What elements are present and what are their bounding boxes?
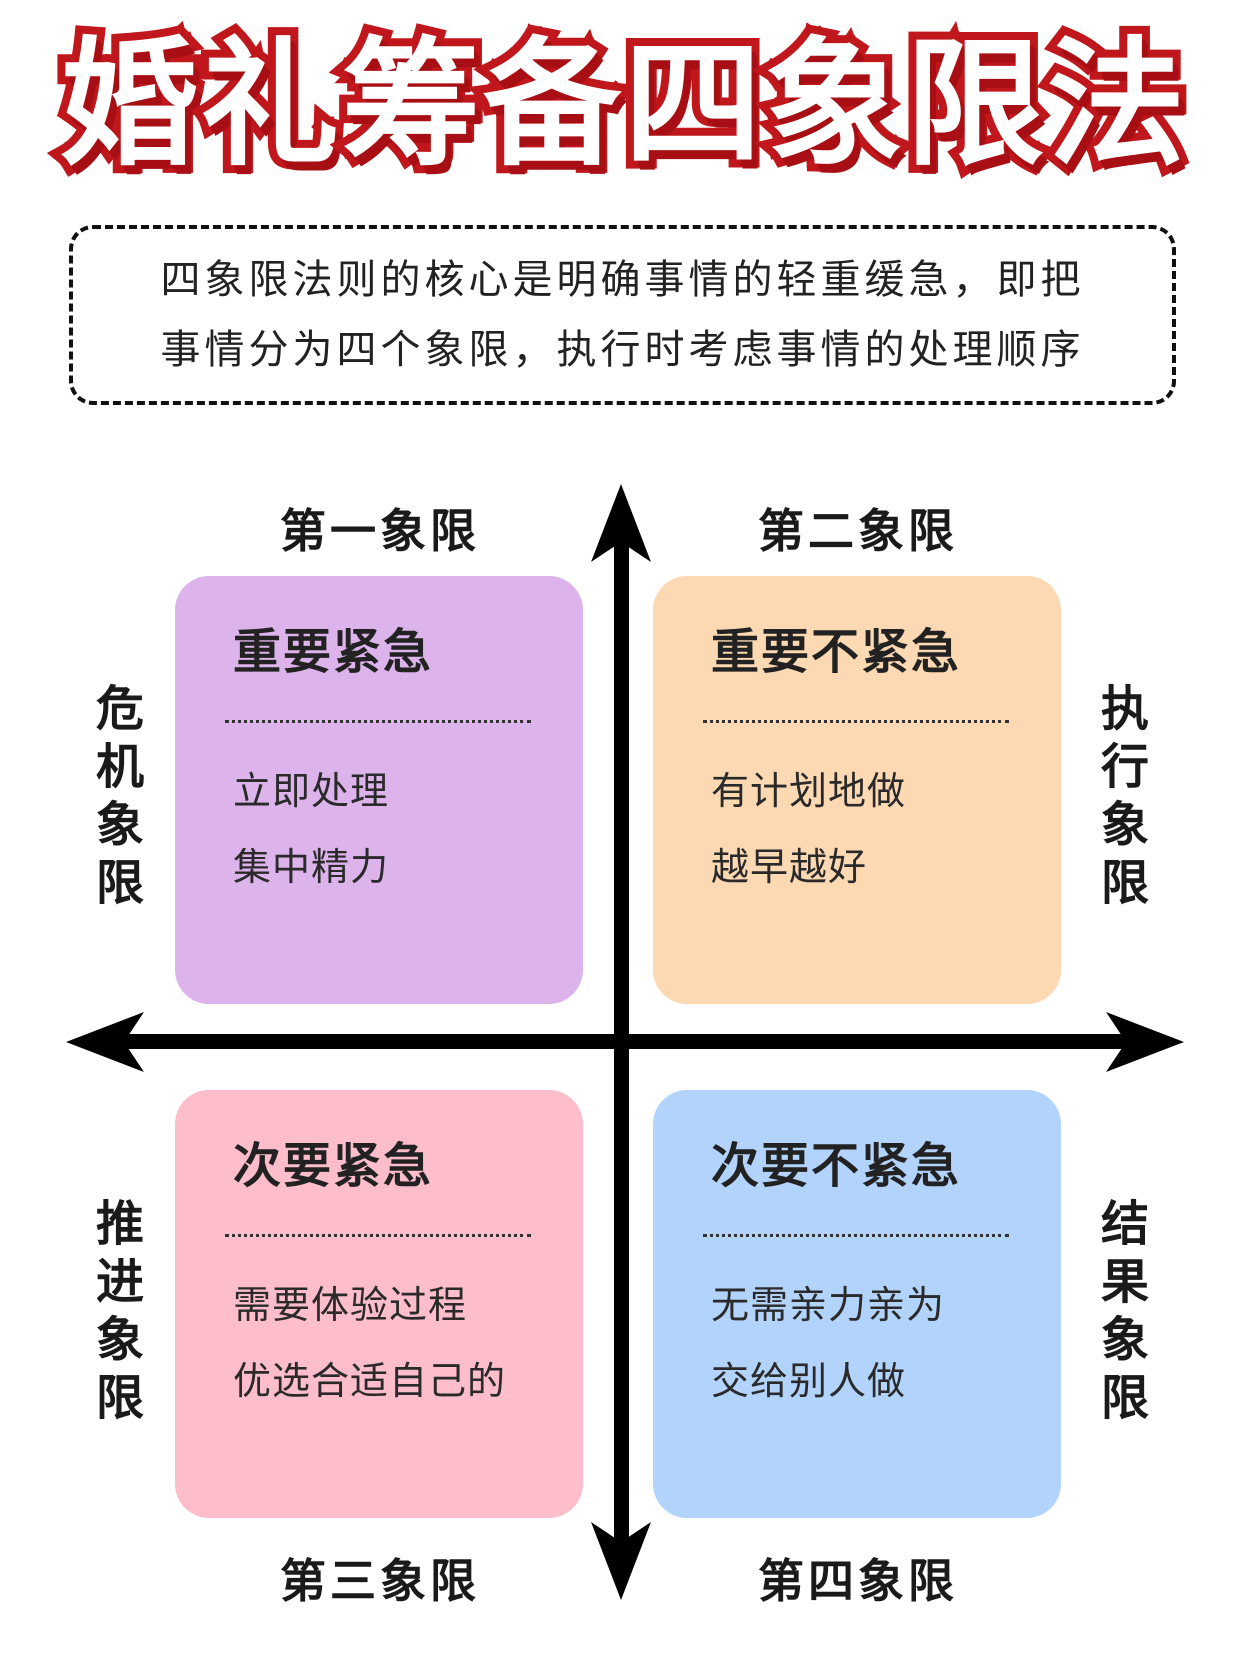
- card-minor-not-urgent: 次要不紧急 无需亲力亲为 交给别人做: [653, 1090, 1061, 1518]
- title-char: 法: [1039, 24, 1193, 185]
- title-char: 备: [475, 24, 629, 185]
- dotted-divider: [225, 720, 531, 723]
- title-char: 婚: [52, 24, 206, 185]
- card-title: 重要紧急: [233, 624, 434, 680]
- side-label-execute: 执 行 象 限: [1095, 680, 1155, 912]
- side-char: 象: [95, 797, 144, 853]
- page-title: 婚 礼 筹 备 四 象 限 法: [52, 24, 1193, 185]
- vertical-axis: [614, 530, 629, 1560]
- side-char: 象: [1100, 797, 1149, 853]
- card-item: 立即处理: [233, 769, 390, 813]
- title-char: 象: [757, 24, 911, 185]
- side-char: 限: [1100, 1370, 1149, 1426]
- title-char: 四: [616, 24, 770, 185]
- side-label-advance: 推 进 象 限: [90, 1195, 150, 1427]
- quadrant-label-4: 第四象限: [758, 1554, 958, 1608]
- side-label-result: 结 果 象 限: [1095, 1195, 1155, 1427]
- arrow-right-icon: [1106, 1012, 1184, 1072]
- card-important-not-urgent: 重要不紧急 有计划地做 越早越好: [653, 576, 1061, 1004]
- side-char: 结: [1100, 1196, 1149, 1252]
- description-box: 四象限法则的核心是明确事情的轻重缓急，即把 事情分为四个象限，执行时考虑事情的处…: [69, 225, 1176, 405]
- dotted-divider: [703, 1234, 1009, 1237]
- quadrant-label-2: 第二象限: [758, 504, 958, 558]
- side-char: 执: [1100, 681, 1149, 737]
- quadrant-label-3: 第三象限: [280, 1554, 480, 1608]
- card-title: 次要紧急: [233, 1138, 434, 1194]
- title-char: 限: [898, 24, 1052, 185]
- side-char: 象: [95, 1312, 144, 1368]
- dotted-divider: [225, 1234, 531, 1237]
- side-char: 限: [95, 1370, 144, 1426]
- dotted-divider: [703, 720, 1009, 723]
- card-item: 交给别人做: [711, 1359, 907, 1403]
- arrow-down-icon: [591, 1522, 651, 1600]
- side-char: 推: [95, 1196, 144, 1252]
- card-title: 重要不紧急: [711, 624, 962, 680]
- title-char: 礼: [193, 24, 347, 185]
- description-line: 四象限法则的核心是明确事情的轻重缓急，即把: [160, 257, 1085, 303]
- side-label-crisis: 危 机 象 限: [90, 680, 150, 912]
- card-important-urgent: 重要紧急 立即处理 集中精力: [175, 576, 583, 1004]
- arrow-left-icon: [66, 1012, 144, 1072]
- card-item: 优选合适自己的: [233, 1359, 507, 1403]
- card-item: 集中精力: [233, 845, 390, 889]
- title-char: 筹: [334, 24, 488, 185]
- card-item: 无需亲力亲为: [711, 1283, 946, 1327]
- side-char: 危: [95, 681, 144, 737]
- card-title: 次要不紧急: [711, 1138, 962, 1194]
- side-char: 限: [95, 855, 144, 911]
- quadrant-label-1: 第一象限: [280, 504, 480, 558]
- card-item: 需要体验过程: [233, 1283, 468, 1327]
- card-minor-urgent: 次要紧急 需要体验过程 优选合适自己的: [175, 1090, 583, 1518]
- description-line: 事情分为四个象限，执行时考虑事情的处理顺序: [160, 327, 1085, 373]
- side-char: 行: [1100, 739, 1149, 795]
- arrow-up-icon: [591, 484, 651, 562]
- card-item: 越早越好: [711, 845, 868, 889]
- side-char: 机: [95, 739, 144, 795]
- side-char: 进: [95, 1254, 144, 1310]
- side-char: 象: [1100, 1312, 1149, 1368]
- side-char: 果: [1100, 1254, 1149, 1310]
- card-item: 有计划地做: [711, 769, 907, 813]
- side-char: 限: [1100, 855, 1149, 911]
